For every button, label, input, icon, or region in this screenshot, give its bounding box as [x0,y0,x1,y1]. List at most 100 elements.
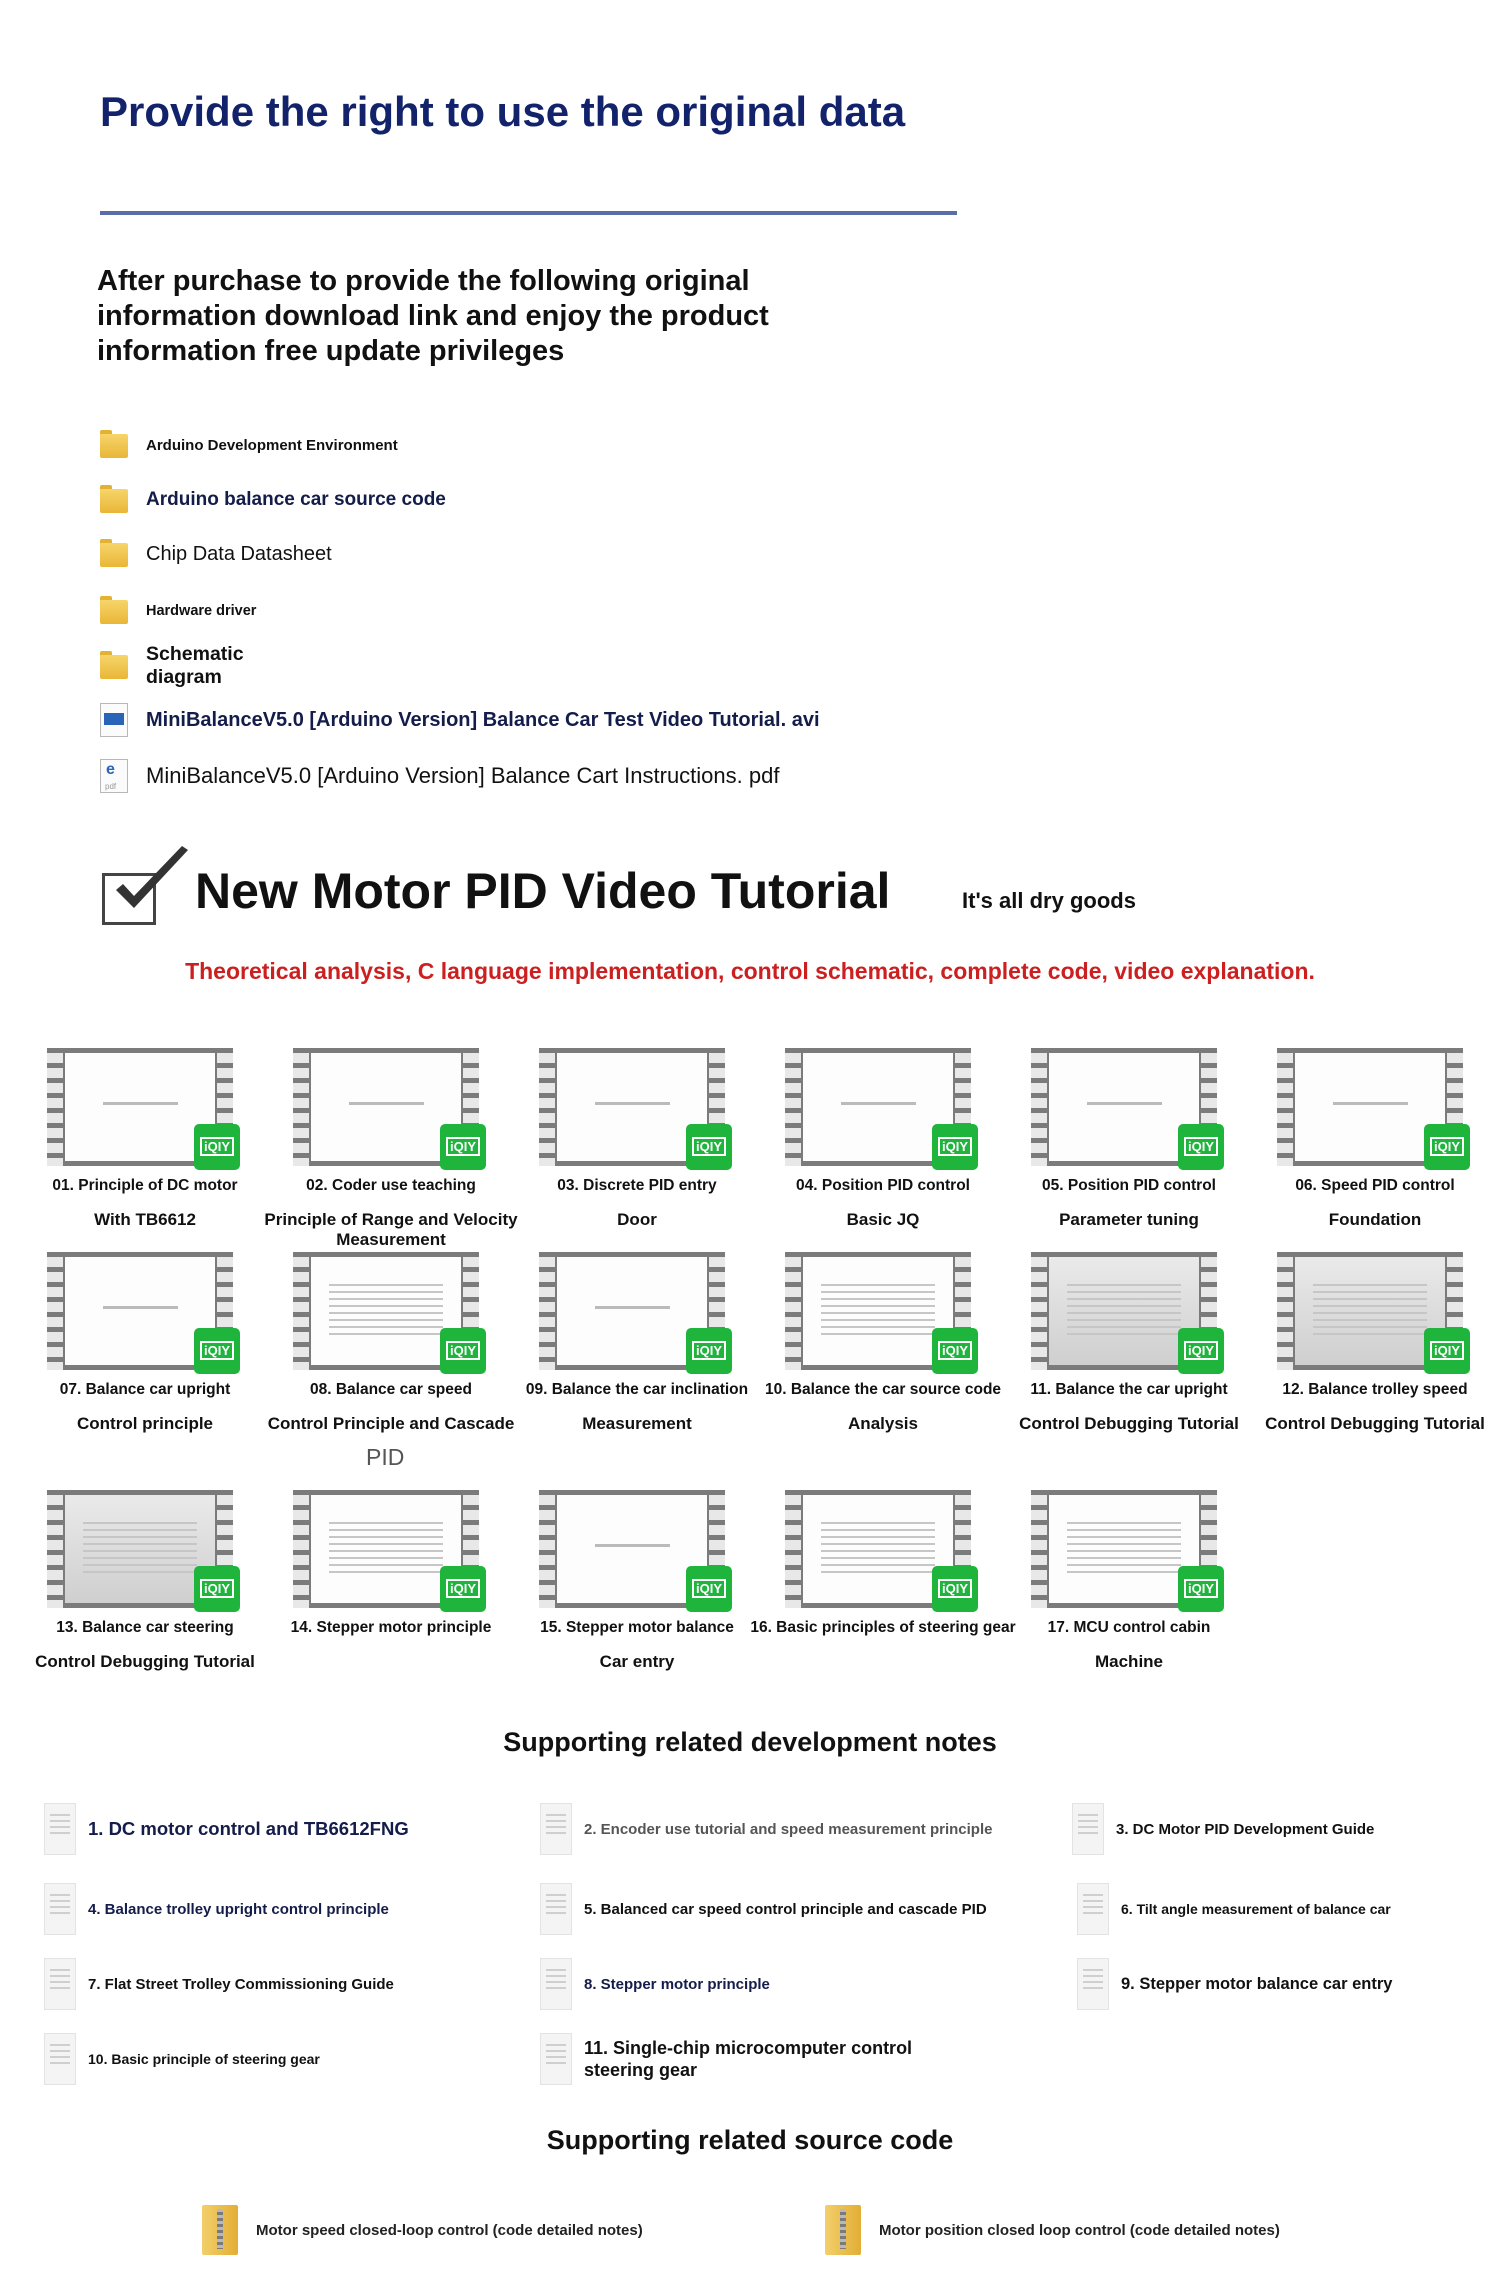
file-item-arduino-env[interactable]: Arduino Development Environment [100,430,398,460]
source-section-title: Supporting related source code [546,2125,954,2155]
video-thumbnail[interactable] [1031,1252,1217,1370]
iqiyi-badge-icon: iQIY [932,1328,978,1374]
iqiyi-badge-icon: iQIY [194,1566,240,1612]
file-item-balance-source[interactable]: Arduino balance car source code [100,485,446,515]
iqiyi-badge-icon: iQIY [440,1328,486,1374]
note-label: 3. DC Motor PID Development Guide [1116,1820,1375,1838]
video-subtitle: Control Debugging Tutorial [35,1652,255,1671]
video-subtitle: Analysis [848,1414,918,1433]
video-title: 16. Basic principles of steering gear [750,1619,1016,1636]
video-subtitle: Control principle [77,1414,213,1433]
note-item[interactable]: 6. Tilt angle measurement of balance car [1077,1883,1391,1935]
iqiyi-badge-icon: iQIY [1178,1328,1224,1374]
video-title: 06. Speed PID control [1295,1177,1455,1194]
note-item[interactable]: 8. Stepper motor principle [540,1958,770,2010]
video-title: 17. MCU control cabin [1047,1619,1211,1636]
video-caption-extra: PID [366,1444,405,1470]
document-thumbnail-icon [44,2033,76,2085]
video-title: 07. Balance car upright [59,1381,231,1398]
iqiyi-badge-icon: iQIY [932,1124,978,1170]
note-label: 11. Single-chip microcomputer control st… [584,2038,913,2080]
note-label: 1. DC motor control and TB6612FNG [88,1818,409,1839]
note-item[interactable]: 7. Flat Street Trolley Commissioning Gui… [44,1958,394,2010]
video-title: 02. Coder use teaching [306,1177,476,1194]
source-item[interactable]: Motor position closed loop control (code… [825,2205,1280,2255]
video-thumbnail[interactable] [293,1490,479,1608]
source-item[interactable]: Motor speed closed-loop control (code de… [202,2205,643,2255]
video-subtitle: Parameter tuning [1059,1210,1199,1229]
note-label: 8. Stepper motor principle [584,1975,770,1993]
file-label: Schematic diagram [146,643,244,688]
video-subtitle: Door [617,1210,657,1229]
video-subtitle: Basic JQ [846,1210,920,1229]
iqiyi-badge-icon: iQIY [686,1328,732,1374]
note-label: 4. Balance trolley upright control princ… [88,1900,389,1918]
video-title: 14. Stepper motor principle [290,1619,492,1636]
note-label: 6. Tilt angle measurement of balance car [1121,1901,1391,1917]
file-item-schematic[interactable]: Schematic diagram [100,643,266,689]
video-thumbnail[interactable] [1277,1252,1463,1370]
video-thumbnail[interactable] [785,1490,971,1608]
note-label: 5. Balanced car speed control principle … [584,1900,987,1918]
pid-section-tagline: Theoretical analysis, C language impleme… [185,958,1315,984]
note-item[interactable]: 1. DC motor control and TB6612FNG [44,1803,409,1855]
video-subtitle: Machine [1094,1652,1164,1671]
document-thumbnail-icon [1077,1883,1109,1935]
folder-icon [100,485,128,515]
video-thumbnail[interactable] [1031,1490,1217,1608]
iqiyi-badge-icon: iQIY [686,1566,732,1612]
file-item-chip-datasheet[interactable]: Chip Data Datasheet [100,539,332,569]
header-divider [100,211,957,215]
note-item[interactable]: 9. Stepper motor balance car entry [1077,1958,1392,2010]
video-title: 09. Balance the car inclination [525,1381,749,1398]
folder-icon [100,430,128,460]
file-item-hardware-driver[interactable]: Hardware driver [100,596,256,626]
iqiyi-badge-icon: iQIY [1424,1328,1470,1374]
note-item[interactable]: 11. Single-chip microcomputer control st… [540,2033,984,2085]
zip-folder-icon [202,2205,238,2255]
video-subtitle: Control Principle and Cascade [267,1414,515,1433]
zip-folder-icon [825,2205,861,2255]
video-subtitle: Control Debugging Tutorial [1265,1414,1485,1433]
file-item-test-video[interactable]: MiniBalanceV5.0 [Arduino Version] Balanc… [100,703,820,737]
note-item[interactable]: 4. Balance trolley upright control princ… [44,1883,389,1935]
checkmark-icon [116,846,188,908]
note-label: 7. Flat Street Trolley Commissioning Gui… [88,1975,394,1993]
video-title: 08. Balance car speed [310,1381,472,1398]
file-label: Hardware driver [146,603,257,619]
folder-icon [100,539,128,569]
note-item[interactable]: 2. Encoder use tutorial and speed measur… [540,1803,992,1855]
video-title: 04. Position PID control [796,1177,970,1194]
video-thumbnail[interactable] [1277,1048,1463,1166]
note-item[interactable]: 10. Basic principle of steering gear [44,2033,320,2085]
video-thumbnail[interactable] [539,1252,725,1370]
intro-text: After purchase to provide the following … [97,265,769,367]
video-thumbnail[interactable] [539,1490,725,1608]
iqiyi-badge-icon: iQIY [440,1124,486,1170]
video-title: 12. Balance trolley speed [1282,1381,1468,1398]
iqiyi-badge-icon: iQIY [686,1124,732,1170]
video-title: 03. Discrete PID entry [557,1177,717,1194]
video-title: 05. Position PID control [1042,1177,1216,1194]
video-subtitle: With TB6612 [94,1210,196,1229]
folder-icon [100,596,128,626]
note-item[interactable]: 3. DC Motor PID Development Guide [1072,1803,1374,1855]
video-thumbnail[interactable] [785,1048,971,1166]
pid-section-title: New Motor PID Video Tutorial [195,863,891,919]
document-thumbnail-icon [1077,1958,1109,2010]
video-subtitle: Measurement [582,1414,692,1433]
document-thumbnail-icon [1072,1803,1104,1855]
file-label: MiniBalanceV5.0 [Arduino Version] Balanc… [146,763,780,788]
document-thumbnail-icon [540,1803,572,1855]
document-thumbnail-icon [44,1883,76,1935]
source-label: Motor position closed loop control (code… [879,2221,1280,2239]
video-title: 13. Balance car steering [56,1619,234,1636]
pid-section-subtitle: It's all dry goods [962,888,1136,913]
video-subtitle: Principle of Range and Velocity Measurem… [264,1210,518,1249]
source-label: Motor speed closed-loop control (code de… [256,2221,643,2239]
note-item[interactable]: 5. Balanced car speed control principle … [540,1883,987,1935]
page-title: Provide the right to use the original da… [100,88,906,135]
video-thumbnail[interactable] [1031,1048,1217,1166]
